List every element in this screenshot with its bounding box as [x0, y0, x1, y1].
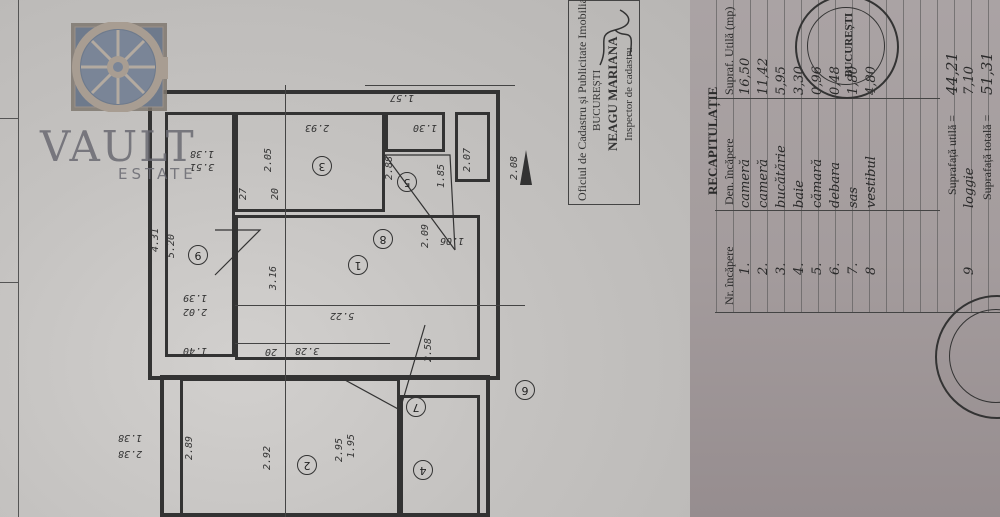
header-supraf: Supraf. Utilă (mp) [722, 6, 736, 95]
dimension-label: 2.08 [509, 155, 520, 180]
dimension-label: 27 [238, 187, 249, 200]
room-number: 4 [413, 460, 433, 480]
dimension-label: 2.92 [262, 445, 273, 470]
room-number: 5 [397, 172, 417, 192]
bathroom-wall [400, 395, 480, 517]
room-number: 1 [348, 255, 368, 275]
sheet-border-line [18, 0, 19, 517]
dimension-label: 2.38 [118, 448, 143, 459]
dim-line [235, 343, 390, 344]
header-nr: Nr. încăpere [722, 246, 736, 305]
dimension-label: 2.58 [423, 337, 434, 362]
dimension-label: 2.02 [183, 306, 208, 317]
dimension-label: 2.05 [263, 147, 274, 172]
dimension-label: 2.09 [420, 223, 431, 248]
pantry-wall [385, 112, 445, 152]
kitchen-wall [235, 112, 385, 212]
stamp-center-text: BUCUREȘTI [843, 12, 855, 77]
dimension-label: 1.06 [440, 235, 465, 246]
room1-wall [235, 215, 480, 360]
dim-line [235, 305, 525, 306]
dimension-label: 2.93 [305, 122, 330, 133]
stamp-inner-ring [949, 309, 1000, 403]
dimension-label: 20 [265, 346, 278, 357]
room-number: 7 [406, 397, 426, 417]
watermark-brand: VAULT [40, 122, 196, 171]
recap-title: RECAPITULAȚIE [705, 86, 720, 195]
dimension-label: 1.38 [118, 432, 143, 443]
room2-wall [180, 378, 400, 517]
stamp-inner-ring [807, 7, 885, 85]
dim-line [365, 85, 515, 86]
dimension-label: 1.95 [346, 433, 357, 458]
header-den: Den. încăpere [722, 138, 736, 205]
closet-wall [455, 112, 490, 182]
stamp-line1: Oficiul de Cadastru și Publicitate Imobi… [575, 0, 589, 201]
door-swing-icon [384, 154, 456, 251]
table-divider [715, 210, 940, 211]
total-label: Suprafață totală = [980, 114, 994, 200]
room-number: 9 [188, 245, 208, 265]
inspector-stamp: Oficiul de Cadastru și Publicitate Imobi… [568, 0, 640, 205]
agency-round-stamp: BUCUREȘTI [795, 0, 899, 99]
room-number: 6 [515, 380, 535, 400]
axis-line [285, 85, 286, 517]
stamp-line2: BUCUREȘTI [591, 69, 603, 131]
useful-label: Suprafață utilă = [945, 114, 959, 195]
watermark-sub: ESTATE [118, 165, 197, 183]
useful-value: 44,21 [943, 52, 961, 95]
dimension-label: 4.31 [150, 227, 161, 252]
entrance-arrow-icon [520, 150, 532, 185]
dimension-label: 2.88 [384, 155, 395, 180]
dimension-label: 2.07 [462, 147, 473, 172]
door-swing-icon [344, 324, 426, 411]
dimension-label: 1.40 [183, 345, 208, 356]
signature-icon [599, 9, 632, 66]
dimension-label: 5.20 [166, 233, 177, 258]
dimension-label: 1.39 [183, 292, 208, 303]
door-swing-icon [214, 229, 262, 276]
loggia-wall [165, 112, 235, 357]
table-divider [715, 98, 940, 99]
vault-door-icon [71, 22, 168, 112]
table-divider [715, 312, 1000, 313]
dimension-label: 1.85 [436, 163, 447, 188]
room-number: 8 [373, 229, 393, 249]
room-number: 3 [312, 156, 332, 176]
total-value: 51,31 [978, 52, 996, 95]
room-number: 2 [297, 455, 317, 475]
dimension-label: 1.57 [390, 92, 415, 103]
dimension-label: 2.89 [184, 435, 195, 460]
border-tick [0, 282, 18, 283]
dimension-label: 3.28 [295, 345, 320, 356]
dimension-label: 5.22 [330, 310, 355, 321]
dimension-label: 2.95 [334, 437, 345, 462]
dimension-label: 1.30 [413, 122, 438, 133]
dimension-label: 3.16 [268, 265, 279, 290]
dimension-label: 20 [270, 187, 281, 200]
border-tick [0, 118, 18, 119]
